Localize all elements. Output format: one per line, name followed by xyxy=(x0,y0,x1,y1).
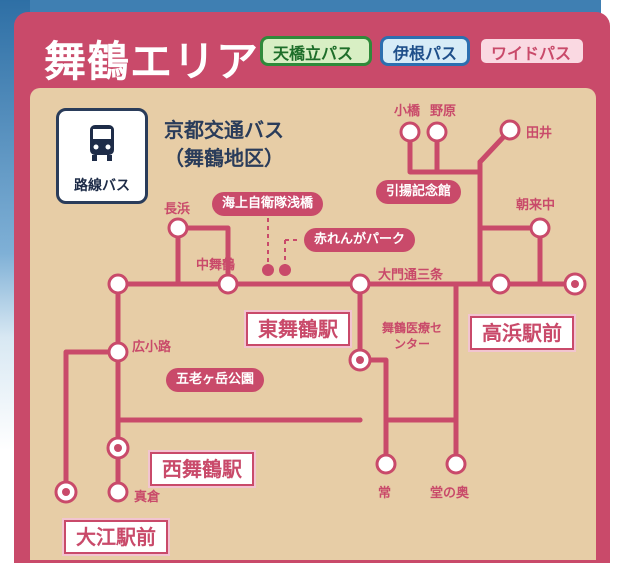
label-goroga: 五老ヶ岳公園 xyxy=(166,368,265,392)
label-nohara: 野原 xyxy=(430,104,457,119)
major-station-markers xyxy=(54,272,587,504)
route-bus-legend: 路線バス xyxy=(56,108,148,204)
label-hikiage: 引揚記念館 xyxy=(376,180,462,204)
port-dots xyxy=(262,264,291,276)
bus-label: 路線バス xyxy=(74,178,130,194)
label-kohashi: 小橋 xyxy=(394,104,421,119)
stop-nagahama xyxy=(167,217,189,239)
station-oe[interactable]: 大江駅前 xyxy=(64,520,168,554)
tag-ine-pass[interactable]: 伊根パス xyxy=(380,36,470,66)
stop-circles xyxy=(107,119,551,503)
bus-icon xyxy=(90,125,114,161)
label-kaijo: 海上自衛隊浅橋 xyxy=(212,192,324,216)
label-daimon: 大門通三条 xyxy=(378,268,444,283)
stop-kohashi xyxy=(399,121,421,143)
stop-naka-maizuru xyxy=(217,273,239,295)
label-donooku: 堂の奥 xyxy=(430,486,470,501)
route-lines xyxy=(63,127,578,495)
label-hirokoji: 広小路 xyxy=(132,340,172,355)
station-higashi-maizuru[interactable]: 東舞鶴駅 xyxy=(246,312,350,346)
tag-amanohashidate-pass[interactable]: 天橋立パス xyxy=(260,36,372,66)
stop-tsune xyxy=(375,453,397,475)
bus-company-name: 京都交通バス xyxy=(164,118,284,142)
label-nagahama: 長浜 xyxy=(164,202,191,217)
label-tai: 田井 xyxy=(526,126,553,141)
stop-hirokoji xyxy=(107,341,129,363)
stop-west-junction xyxy=(107,273,129,295)
label-akarenga: 赤れんがパーク xyxy=(304,228,416,252)
label-tsune: 常 xyxy=(378,486,392,501)
stop-asakuchu xyxy=(529,217,551,239)
bus-company: 京都交通バス （舞鶴地区） xyxy=(164,116,284,172)
stop-east-junction xyxy=(489,273,511,295)
area-title: 舞鶴エリア xyxy=(44,37,260,86)
label-asakuchu: 朝来中 xyxy=(516,198,556,213)
station-nishi-maizuru[interactable]: 西舞鶴駅 xyxy=(150,452,254,486)
label-naka-maizuru: 中舞鶴 xyxy=(196,258,236,273)
stop-donooku xyxy=(445,453,467,475)
stop-nohara xyxy=(426,121,448,143)
bus-company-area: （舞鶴地区） xyxy=(164,146,284,170)
label-makura: 真倉 xyxy=(134,490,161,505)
dashed-connectors xyxy=(267,210,300,268)
stop-daimon xyxy=(349,273,371,295)
station-takahama[interactable]: 高浜駅前 xyxy=(470,316,574,350)
stop-makura xyxy=(107,481,129,503)
stop-tai xyxy=(499,119,521,141)
tag-wide-pass[interactable]: ワイドパス xyxy=(478,36,586,66)
label-hospital: 舞鶴医療センター xyxy=(381,321,442,351)
